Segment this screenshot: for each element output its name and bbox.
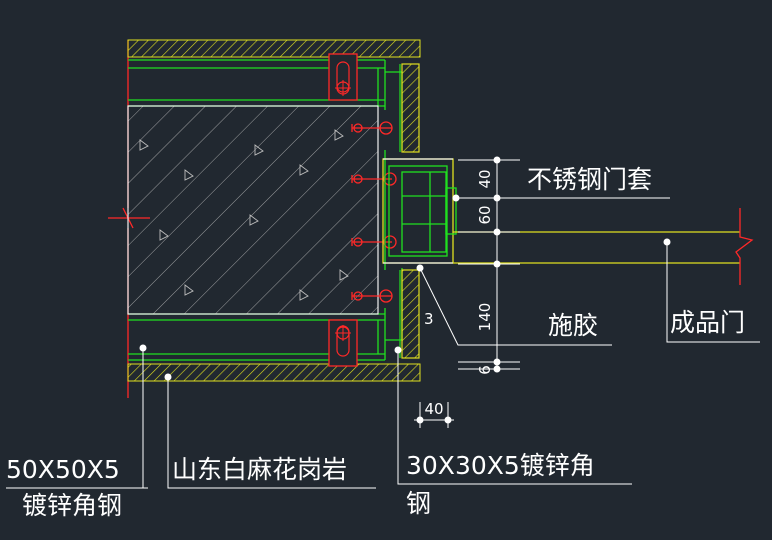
label-apply-glue: 施胶 (548, 311, 598, 340)
dimension-140: 140 (476, 303, 494, 332)
dimension-40-bottom: 40 (424, 400, 443, 418)
bolt-clip-top (328, 53, 358, 101)
bolt-clip-bottom (328, 319, 358, 367)
label-angle-steel-50-line2: 镀锌角钢 (22, 491, 122, 520)
leader-lines (6, 194, 760, 489)
label-stainless-door-frame: 不锈钢门套 (527, 165, 652, 194)
finished-door-leaf (453, 231, 740, 264)
granite-slab-top (127, 39, 421, 58)
dimension-40-top: 40 (476, 169, 494, 188)
door-break-line (735, 208, 754, 285)
dimension-chain (458, 156, 670, 373)
dimension-3: 3 (424, 310, 434, 328)
label-finished-door: 成品门 (670, 308, 745, 337)
anchor-4 (351, 289, 393, 303)
dimension-6: 6 (476, 365, 494, 375)
dimension-40-bottom-line (414, 402, 454, 428)
dimension-60: 60 (476, 205, 494, 224)
door-frame-core (382, 158, 457, 264)
anchor-1 (351, 121, 393, 135)
label-angle-steel-30-line2: 钢 (406, 489, 431, 518)
granite-slab-bottom (127, 363, 421, 382)
stainless-door-frame (399, 63, 420, 359)
label-granite: 山东白麻花岗岩 (172, 455, 347, 484)
concrete-wall-body (127, 105, 379, 315)
label-angle-steel-30-line1: 30X30X5镀锌角 (406, 451, 595, 480)
label-angle-steel-50-line1: 50X50X5 (6, 455, 120, 484)
